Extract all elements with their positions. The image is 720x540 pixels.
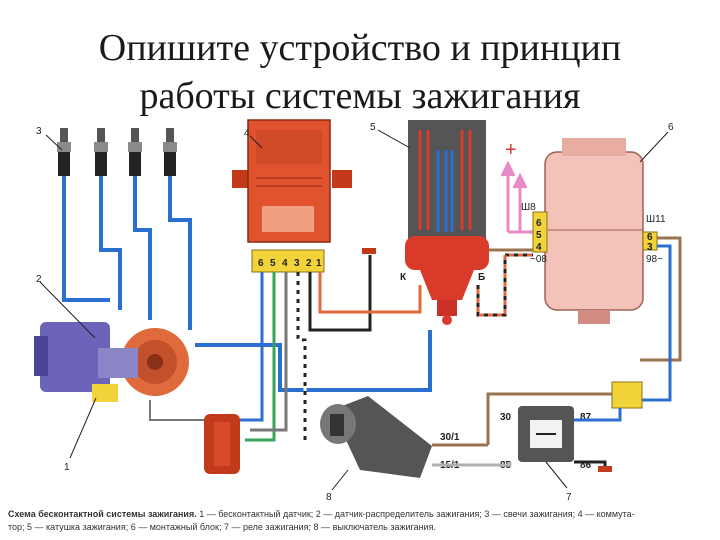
relay-terminal-30: 30	[500, 412, 512, 423]
slide-title-line-2: работы системы зажигания	[139, 75, 581, 117]
commutator-pin-1: 1	[316, 258, 322, 269]
block-left-pin: 6	[536, 218, 542, 229]
coil-terminal-b: Б	[478, 272, 485, 283]
switch-terminal-30: 30/1	[440, 432, 460, 443]
callout-7: 7	[566, 492, 572, 503]
mounting-block	[544, 138, 644, 324]
spark-plugs	[57, 128, 177, 176]
ignition-relay	[518, 406, 574, 462]
plus-supply-arrows	[500, 160, 535, 234]
block-left-pin: 4	[536, 242, 542, 253]
block-connector-right	[642, 231, 658, 251]
callout-4: 4	[244, 128, 250, 139]
callout-1: 1	[64, 462, 70, 473]
commutator-pin-2: 2	[306, 258, 312, 269]
sensor-connector	[204, 414, 240, 474]
callout-6: 6	[668, 122, 674, 133]
plus-sign: +	[505, 139, 517, 161]
ground-terminal	[362, 248, 376, 254]
ignition-coil	[405, 120, 489, 325]
switch-wires	[432, 443, 512, 467]
coil-terminal-k: К	[400, 272, 407, 283]
commutator-pins: 6 5 4 3 2 1	[258, 258, 322, 269]
distributor	[34, 322, 189, 402]
block-left-pin: 5	[536, 230, 542, 241]
block-right-note: 98~	[646, 254, 663, 265]
caption-line-1: 1 — бесконтактный датчик; 2 — датчик-рас…	[196, 509, 635, 519]
block-right-pin: 3	[647, 242, 653, 253]
relay-wires	[486, 392, 622, 472]
diagram-caption: Схема бесконтактной системы зажигания. 1…	[8, 508, 712, 534]
callout-3: 3	[36, 126, 42, 137]
commutator-pin-3: 3	[294, 258, 300, 269]
block-left-label: Ш8	[521, 202, 536, 213]
coil-block-wires	[476, 236, 682, 402]
spark-plug	[94, 128, 108, 176]
ignition-switch	[320, 396, 432, 478]
callout-5: 5	[370, 122, 376, 133]
block-right-label: Ш11	[646, 214, 666, 225]
relay-terminal-87: 87	[580, 412, 592, 423]
callout-2: 2	[36, 274, 42, 285]
spark-plug	[57, 128, 71, 176]
commutator-wires	[210, 255, 422, 445]
commutator-pin-4: 4	[282, 258, 288, 269]
sensor-wire	[149, 400, 204, 421]
callout-8: 8	[326, 492, 332, 503]
block-connector-left	[532, 211, 548, 253]
spark-plug	[128, 128, 142, 176]
commutator-pin-5: 5	[270, 258, 276, 269]
relay-terminal-86: 86	[580, 460, 592, 471]
caption-title: Схема бесконтактной системы зажигания.	[8, 509, 197, 519]
commutator-pin-6: 6	[258, 258, 264, 269]
block-left-note: ~08	[530, 254, 547, 265]
high-voltage-wires	[62, 176, 432, 392]
block-right-pin: 6	[647, 232, 653, 243]
slide-title-line-1: Опишите устройство и принцип	[98, 27, 622, 69]
relay-connector	[611, 381, 643, 409]
leader-lines	[39, 129, 669, 491]
commutator	[232, 119, 352, 273]
spark-plug	[163, 128, 177, 176]
caption-line-2: тор; 5 — катушка зажигания; 6 — монтажны…	[8, 522, 436, 532]
